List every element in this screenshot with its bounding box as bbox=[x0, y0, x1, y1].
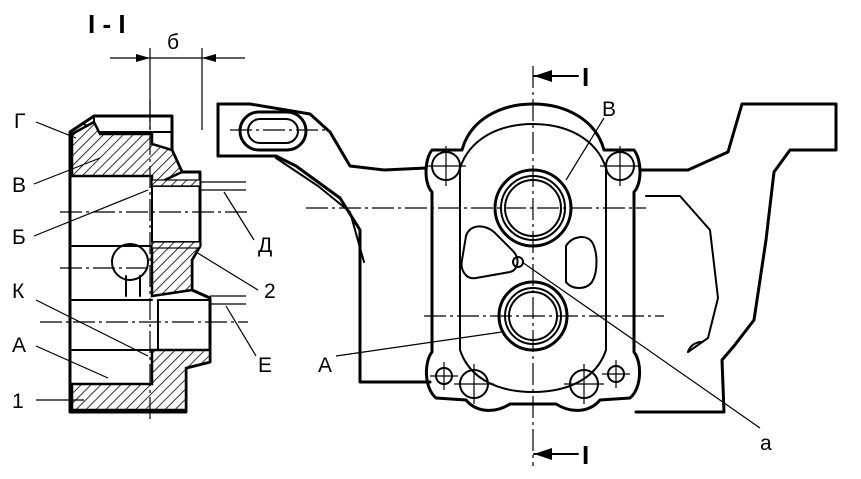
section-view: I - I б bbox=[12, 9, 276, 420]
label-1: 1 bbox=[12, 390, 24, 413]
label-B: Б bbox=[12, 226, 26, 249]
dimension-b: б bbox=[110, 31, 245, 130]
label-V-section: В bbox=[12, 174, 26, 197]
left-lug bbox=[216, 102, 432, 384]
right-recess bbox=[565, 236, 598, 289]
oval-slot-icon bbox=[238, 110, 308, 152]
upper-bore bbox=[493, 168, 573, 248]
flange-outline bbox=[424, 102, 642, 412]
main-view: I I bbox=[216, 62, 838, 470]
label-A-view: А bbox=[318, 354, 332, 377]
lower-bore bbox=[497, 280, 569, 352]
label-A-section: А bbox=[12, 334, 26, 357]
label-E: Е bbox=[258, 354, 272, 377]
section-mark-top: I bbox=[582, 62, 589, 92]
hatched-mid-wall bbox=[150, 244, 203, 298]
label-V-view: В bbox=[602, 98, 616, 121]
view-leaders bbox=[335, 117, 761, 429]
section-leaders bbox=[33, 121, 259, 401]
label-2: 2 bbox=[264, 280, 276, 303]
section-arrow-top: I bbox=[533, 62, 589, 92]
bolt-holes bbox=[426, 146, 640, 404]
label-K: К bbox=[12, 280, 25, 303]
section-mark-bottom: I bbox=[582, 440, 589, 470]
right-body bbox=[634, 102, 838, 414]
section-title: I - I bbox=[88, 9, 126, 39]
section-arrow-bottom: I bbox=[533, 440, 589, 470]
label-D: Д bbox=[258, 234, 272, 257]
hatched-lower-wall bbox=[70, 348, 212, 412]
label-G: Г bbox=[14, 110, 25, 133]
left-recess bbox=[460, 225, 519, 280]
dimension-label: б bbox=[167, 31, 179, 54]
label-a: а bbox=[760, 432, 772, 455]
